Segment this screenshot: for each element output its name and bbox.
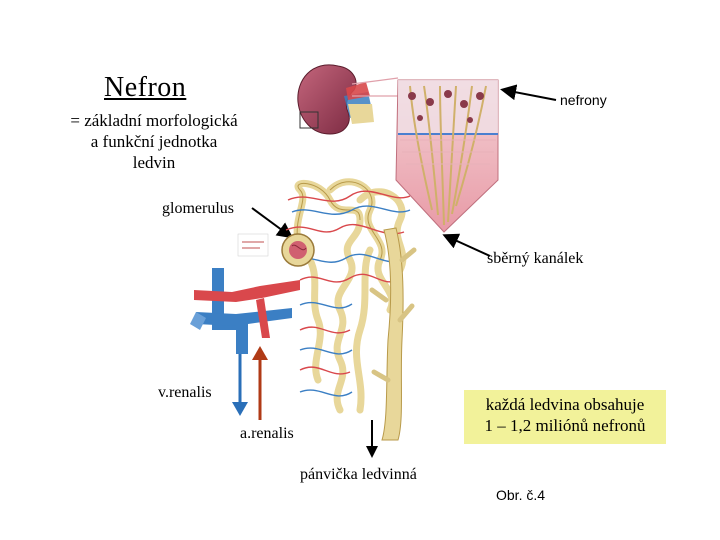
v-renalis-arrow (232, 354, 248, 416)
figure-number: Obr. č.4 (496, 487, 546, 503)
glomerulus-pointer-arrow (251, 207, 294, 239)
label-v-renalis: v.renalis (158, 384, 212, 401)
sberny-kanalek-pointer-arrow (442, 233, 491, 257)
label-sberny-kanalek: sběrný kanálek (487, 250, 584, 267)
nephron-count-note: každá ledvina obsahuje 1 – 1,2 miliónů n… (464, 390, 666, 444)
nefrony-pointer-arrow (500, 84, 557, 101)
label-glomerulus: glomerulus (162, 200, 234, 217)
note-line-1: každá ledvina obsahuje (485, 395, 645, 414)
definition-line-1: = základní morfologická (70, 111, 238, 130)
kidney-illustration (297, 64, 374, 135)
definition-text: = základní morfologická a funkční jednot… (44, 110, 264, 173)
definition-line-3: ledvin (132, 153, 176, 172)
note-line-2: 1 – 1,2 miliónů nefronů (484, 416, 646, 435)
a-renalis-arrow (252, 346, 268, 420)
kidney-cortex-section (395, 79, 499, 233)
page-title: Nefron (104, 72, 187, 103)
panvicka-arrow (366, 420, 378, 458)
nephron-detail (237, 178, 417, 441)
definition-line-2: a funkční jednotka (90, 132, 218, 151)
zoom-connector (351, 77, 399, 97)
label-nefrony: nefrony (560, 92, 607, 108)
renal-vessels (190, 268, 300, 354)
label-a-renalis: a.renalis (240, 425, 294, 442)
label-panvicka-ledvinna: pánvička ledvinná (300, 466, 417, 483)
